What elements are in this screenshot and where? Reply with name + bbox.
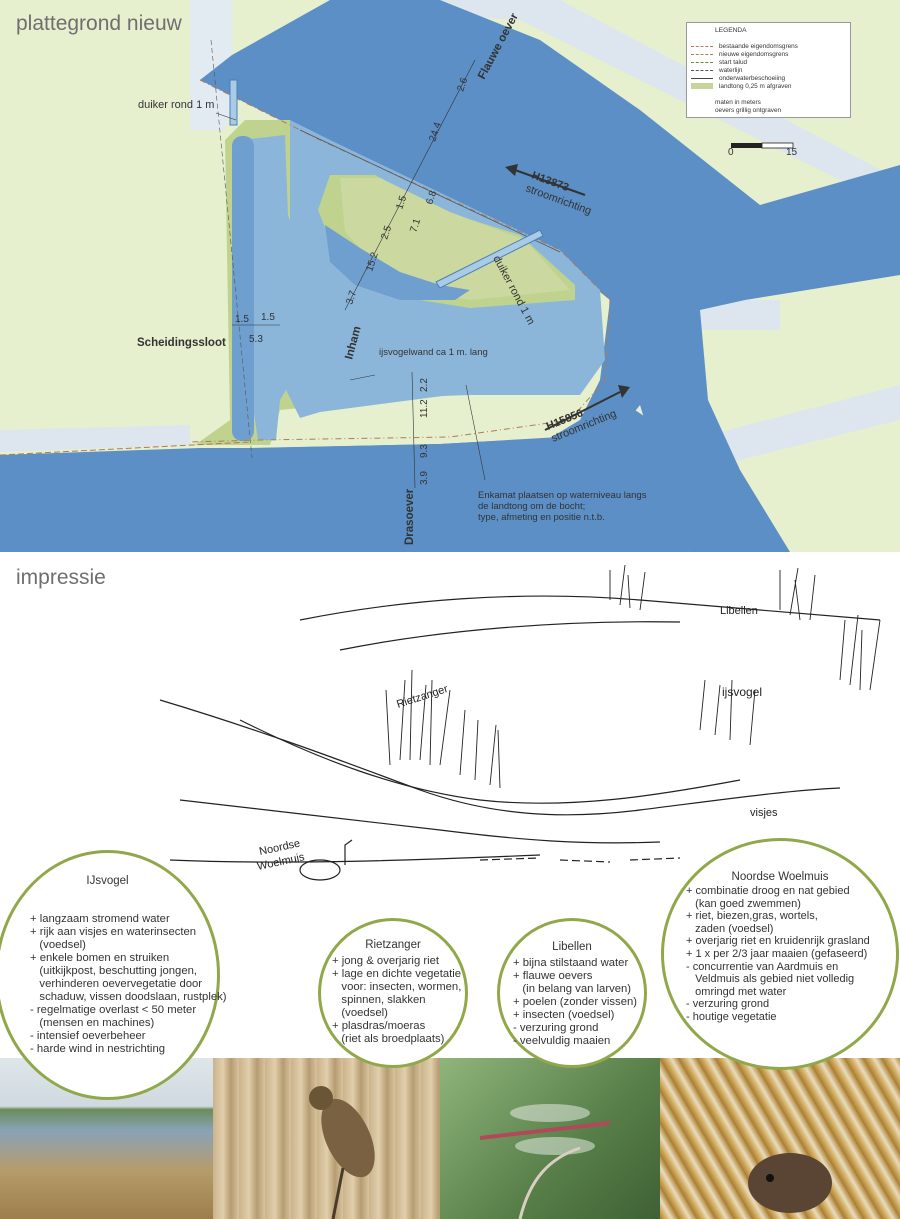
- legend-item: onderwaterbeschoeiing: [691, 75, 811, 83]
- sketch-label-visjes: visjes: [750, 807, 778, 819]
- flow-arrow-2: [544, 391, 621, 431]
- species-circle-libellen: Libellen + bijna stilstaand water + flau…: [497, 918, 647, 1068]
- dim-2-6: 2.6: [455, 76, 470, 93]
- duiker-leader: [215, 112, 237, 121]
- dim-11-2: 11.2: [419, 399, 430, 418]
- label-enkamat-2: de landtong om de bocht;: [478, 501, 585, 512]
- dim-line-2: [411, 371, 416, 489]
- species-title: Libellen: [552, 941, 592, 953]
- scalebar-white: [761, 142, 794, 149]
- dim-2-5: 2.5: [379, 224, 394, 241]
- legend-item: bestaande eigendomsgrens: [691, 43, 811, 51]
- dim-3-9: 3.9: [419, 471, 430, 485]
- inham-pond: [325, 225, 470, 300]
- scale-start: 0: [728, 147, 734, 158]
- property-line-new: [0, 441, 251, 456]
- legend-item: landtong 0,25 m afgraven: [691, 83, 811, 91]
- species-circle-ijsvogel: IJsvogel + langzaam stromend water + rij…: [0, 850, 227, 1100]
- label-scheidingssloot: Scheidingssloot: [137, 337, 226, 349]
- dim-5-3: 5.3: [249, 334, 263, 345]
- species-list: + jong & overjarig riet + lage en dichte…: [332, 955, 462, 1045]
- canal-water: [0, 0, 900, 552]
- sketch-label-ijsvogel: ijsvogel: [722, 685, 762, 699]
- dim-1-5-a: 1.5: [394, 194, 409, 211]
- path-lower-left: [0, 425, 190, 452]
- legend-item: nieuwe eigendomsgrens: [691, 51, 811, 59]
- dim-2-2: 2.2: [419, 378, 430, 392]
- legend-title: LEGENDA: [715, 27, 747, 34]
- flow-arrow-1-head: [505, 164, 518, 176]
- dim-7-1: 7.1: [408, 217, 423, 234]
- label-enkamat-3: type, afmeting en positie n.t.b.: [478, 512, 605, 523]
- legend-item: start talud: [691, 59, 811, 67]
- path-left: [190, 0, 232, 130]
- legend-item: waterlijn: [691, 67, 811, 75]
- dim-6-8: 6.8: [424, 189, 439, 206]
- sketch-label-rietzanger: Rietzanger: [395, 683, 450, 711]
- label-duiker-left: duiker rond 1 m: [138, 99, 214, 111]
- scheidingssloot-water: [232, 136, 254, 441]
- scalebar-black: [731, 143, 762, 148]
- duiker-right: [435, 229, 544, 289]
- species-list: + bijna stilstaand water + flauwe oevers…: [513, 957, 638, 1047]
- flow-arrow-1: [514, 169, 586, 196]
- species-title: Rietzanger: [365, 939, 421, 951]
- species-list: + combinatie droog en nat gebied (kan go…: [686, 885, 870, 1023]
- species-list: + langzaam stromend water + rijk aan vis…: [30, 913, 227, 1055]
- dim-1-5-r: 1.5: [261, 312, 275, 323]
- photo-rietzanger: [213, 1058, 440, 1219]
- path-lower-right: [690, 385, 900, 470]
- waterline: [299, 129, 561, 253]
- legend-note: oevers grillig ontgraven: [715, 107, 782, 114]
- species-circle-noordse-woelmuis: Noordse Woelmuis + combinatie droog en n…: [661, 838, 899, 1070]
- photo-libellen: [440, 1058, 660, 1219]
- legend-note: maten in meters: [715, 99, 761, 106]
- sketch-label-libellen: Libellen: [720, 605, 758, 617]
- impression-title: impressie: [16, 566, 106, 589]
- legend: LEGENDA bestaande eigendomsgrens nieuwe …: [686, 22, 851, 118]
- species-circle-rietzanger: Rietzanger + jong & overjarig riet + lag…: [318, 918, 468, 1068]
- species-title: IJsvogel: [86, 875, 129, 887]
- species-title: Noordse Woelmuis: [731, 871, 829, 883]
- dim-3-7: 3.7: [344, 289, 359, 306]
- enkamat-leader: [465, 384, 486, 481]
- impression-sketch: Libellen Rietzanger ijsvogel visjes Noor…: [159, 564, 881, 881]
- canal-water-south: [0, 400, 690, 552]
- duiker-left: [229, 79, 238, 126]
- scale-end: 15: [786, 147, 798, 158]
- axis-line: [210, 39, 253, 459]
- dim-line-1: [344, 59, 476, 311]
- photo-noordse-woelmuis: [660, 1058, 900, 1219]
- ijsvogel-leader: [349, 374, 376, 381]
- dim-9-3: 9.3: [419, 444, 430, 458]
- label-drasoever: Drasoever: [404, 488, 416, 545]
- flow-arrow-2-head: [618, 385, 630, 398]
- label-enkamat-1: Enkamat plaatsen op waterniveau langs: [478, 490, 647, 501]
- plan-title: plattegrond nieuw: [16, 12, 182, 35]
- label-ijsvogelwand: ijsvogelwand ca 1 m. lang: [379, 347, 488, 358]
- dim-1-5-l: 1.5: [235, 314, 249, 325]
